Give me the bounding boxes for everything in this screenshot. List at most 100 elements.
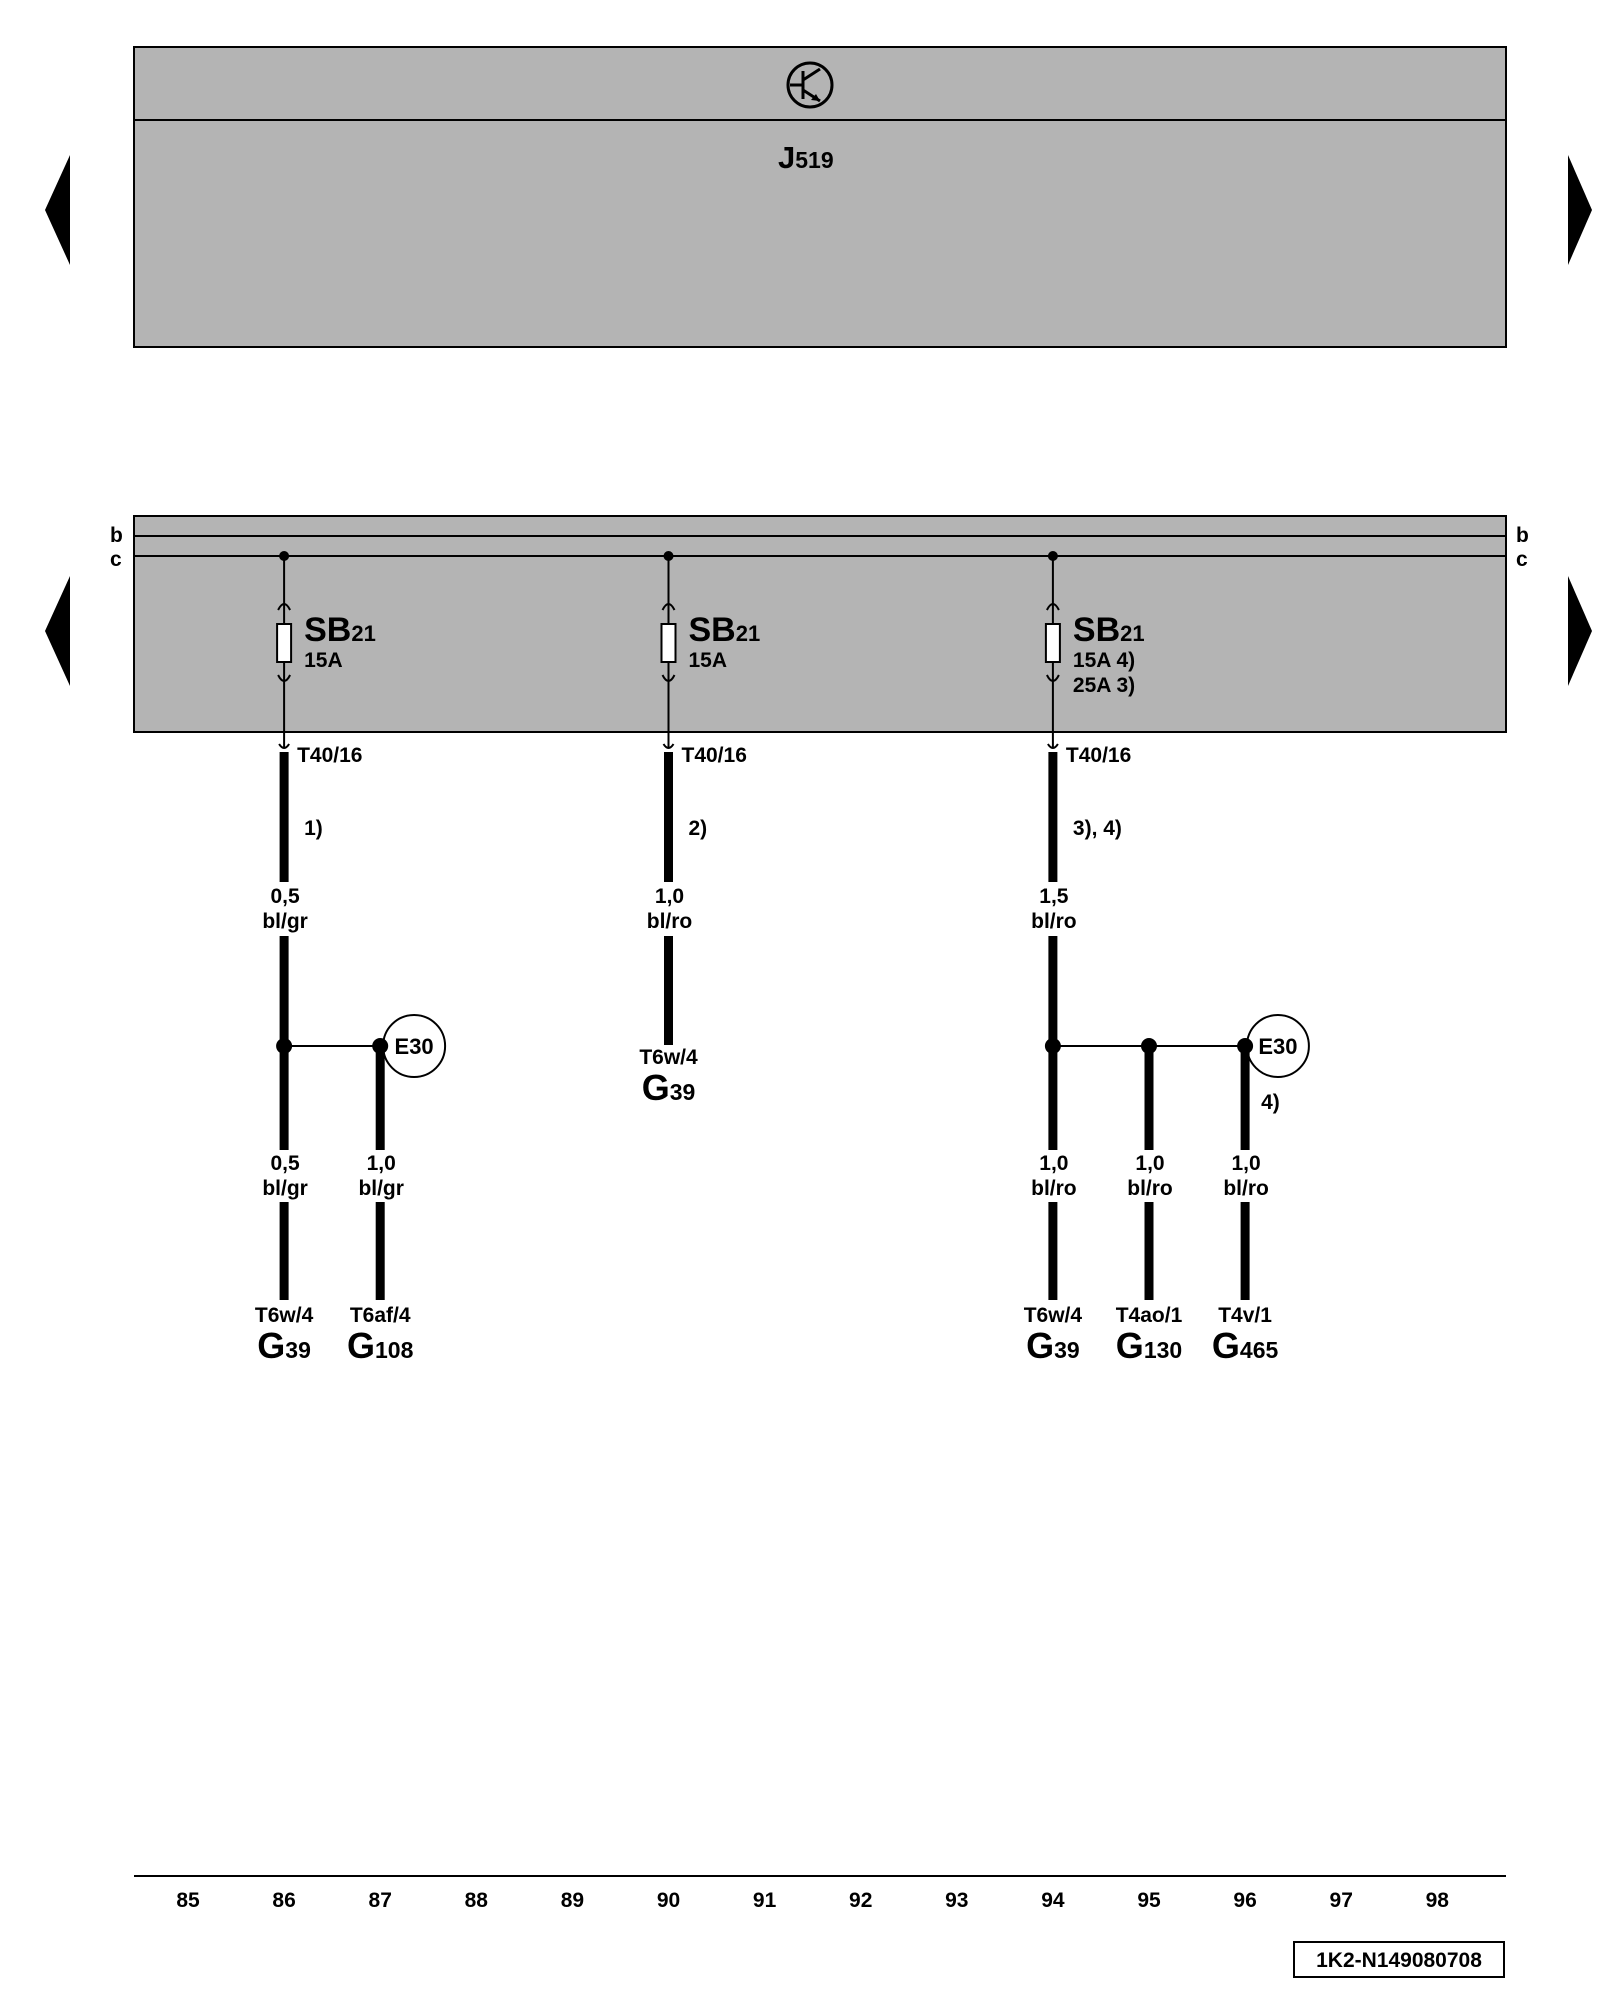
prev-section-arrow-icon[interactable] bbox=[45, 576, 70, 686]
component-label: G130 bbox=[1116, 1325, 1182, 1366]
wire-note: 3), 4) bbox=[1073, 817, 1122, 840]
component-label: G39 bbox=[1026, 1325, 1080, 1366]
busbar-b-label-right: b bbox=[1516, 524, 1529, 547]
lower-wire: 1,0bl/ro bbox=[1223, 1038, 1269, 1300]
lower-wire: 1,0bl/ro bbox=[1127, 1038, 1173, 1300]
wire-color: bl/gr bbox=[262, 910, 308, 933]
component-label: G39 bbox=[642, 1067, 696, 1108]
column-number: 97 bbox=[1330, 1889, 1353, 1912]
busbar-c-label-left: c bbox=[110, 548, 122, 571]
plug-symbol-icon bbox=[1046, 674, 1060, 682]
component-connector: T6w/4 bbox=[255, 1304, 314, 1327]
reference-label: E30 bbox=[1258, 1034, 1297, 1059]
fuse-rating: 15A bbox=[304, 649, 343, 672]
wire-color: bl/ro bbox=[1127, 1177, 1173, 1200]
wire-size: 1,0 bbox=[1231, 1152, 1260, 1175]
wire-color: bl/ro bbox=[647, 910, 693, 933]
fuse-panel-background bbox=[133, 515, 1507, 733]
wire-note: 2) bbox=[689, 817, 708, 840]
wire-size: 1,0 bbox=[1135, 1152, 1164, 1175]
wire-size: 0,5 bbox=[270, 885, 300, 908]
column-number: 86 bbox=[272, 1889, 295, 1912]
transistor-symbol-icon bbox=[786, 61, 834, 109]
next-page-arrow-icon[interactable] bbox=[1568, 155, 1592, 265]
component-connector: T6w/4 bbox=[1024, 1304, 1083, 1327]
busbar-c-label-right: c bbox=[1516, 548, 1528, 571]
wire-color: bl/ro bbox=[1031, 910, 1077, 933]
column-number: 93 bbox=[945, 1889, 968, 1912]
column-number: 98 bbox=[1426, 1889, 1450, 1912]
fuse-icon bbox=[660, 623, 677, 663]
lower-wire: 0,5bl/gr bbox=[262, 1046, 308, 1300]
wire-color: bl/ro bbox=[1223, 1177, 1269, 1200]
diagram-id-box bbox=[1293, 1941, 1505, 1978]
fuse-panel: b c b c bbox=[110, 515, 1529, 733]
fuse-label: SB21 bbox=[304, 611, 376, 649]
connector-label: T40/16 bbox=[1066, 744, 1131, 767]
plug-symbol-icon bbox=[1046, 603, 1060, 611]
column-number: 88 bbox=[465, 1889, 489, 1912]
component-connector: T4v/1 bbox=[1218, 1304, 1272, 1327]
wire-color: bl/gr bbox=[358, 1177, 404, 1200]
fuse-label: SB21 bbox=[1073, 611, 1145, 649]
component-connector: T6af/4 bbox=[350, 1304, 411, 1327]
column-number: 90 bbox=[657, 1889, 680, 1912]
wire-size: 1,5 bbox=[1039, 885, 1069, 908]
fuse-rating: 15A bbox=[689, 649, 728, 672]
fuse-icon bbox=[276, 623, 293, 663]
fuse-label: SB21 bbox=[689, 611, 761, 649]
wire-segment: 3), 4) 1,5bl/ro bbox=[1031, 752, 1122, 933]
wire-size: 1,0 bbox=[655, 885, 684, 908]
component-connector: T4ao/1 bbox=[1116, 1304, 1183, 1327]
component-connector: T6w/4 bbox=[639, 1046, 698, 1069]
plug-symbol-icon bbox=[277, 603, 291, 611]
fuse-rating: 25A 3) bbox=[1073, 674, 1135, 697]
prev-page-arrow-icon[interactable] bbox=[45, 155, 70, 265]
plug-symbol-icon bbox=[661, 674, 676, 682]
column-number: 91 bbox=[753, 1889, 777, 1912]
fuse-rating: 15A 4) bbox=[1073, 649, 1135, 672]
connector-symbol-icon bbox=[1047, 743, 1059, 749]
fuse-icon bbox=[1044, 623, 1061, 663]
module-j519: J519 bbox=[133, 46, 1507, 348]
connector-label: T40/16 bbox=[297, 744, 362, 767]
plug-symbol-icon bbox=[661, 603, 676, 611]
connector-label: T40/16 bbox=[682, 744, 747, 767]
wire-segment: 2) 1,0bl/ro bbox=[647, 752, 707, 933]
connector-symbol-icon bbox=[662, 743, 675, 749]
wire-size: 0,5 bbox=[270, 1152, 300, 1175]
connector-symbol-icon bbox=[278, 743, 290, 749]
wire-segment: 1) 0,5bl/gr bbox=[262, 752, 323, 933]
busbar-b-label-left: b bbox=[110, 524, 123, 547]
column-number: 94 bbox=[1041, 1889, 1065, 1912]
column-number: 89 bbox=[561, 1889, 584, 1912]
next-section-arrow-icon[interactable] bbox=[1568, 576, 1592, 686]
component-label: G108 bbox=[347, 1325, 414, 1366]
column-number: 87 bbox=[369, 1889, 392, 1912]
wire-color: bl/gr bbox=[262, 1177, 308, 1200]
plug-symbol-icon bbox=[277, 674, 291, 682]
lower-wire: 1,0bl/ro bbox=[1031, 1046, 1077, 1300]
module-panel bbox=[133, 46, 1507, 348]
wire-note: 1) bbox=[304, 817, 323, 840]
column-number: 96 bbox=[1233, 1889, 1256, 1912]
lower-wire: 1,0bl/gr bbox=[358, 1038, 404, 1300]
wire-size: 1,0 bbox=[367, 1152, 396, 1175]
component-label: G465 bbox=[1212, 1325, 1279, 1366]
wire-size: 1,0 bbox=[1039, 1152, 1068, 1175]
column-number: 95 bbox=[1137, 1889, 1161, 1912]
module-label: J519 bbox=[778, 140, 834, 175]
wire-note: 4) bbox=[1261, 1091, 1280, 1114]
